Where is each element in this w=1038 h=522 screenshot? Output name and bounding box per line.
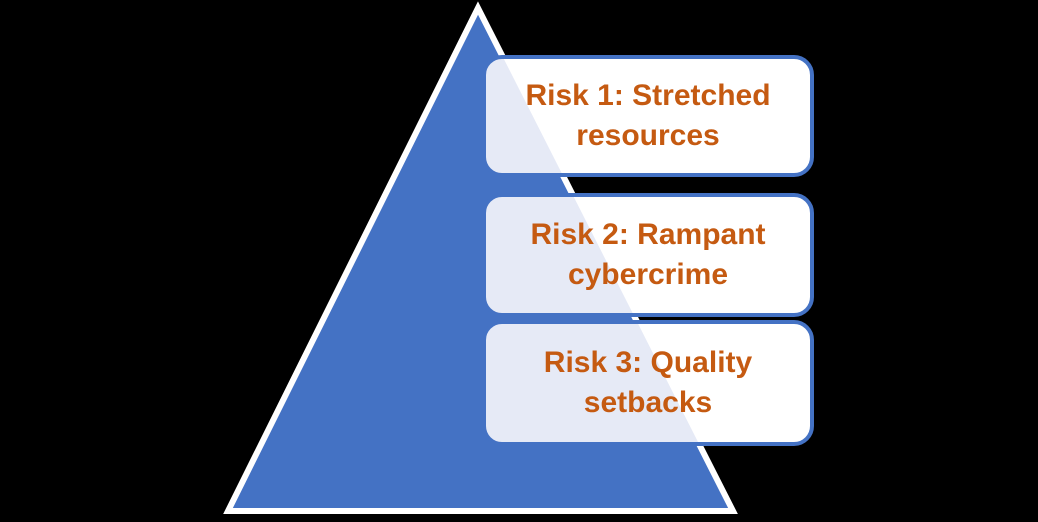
risk-box-3-label: Risk 3: Quality setbacks — [543, 346, 753, 419]
risk-box-3-border — [482, 320, 814, 446]
risk-box-1-label: Risk 1: Stretched resources — [525, 79, 771, 152]
risk-box-1: Risk 1: Stretched resources — [482, 55, 814, 177]
risk-box-1-border — [482, 55, 814, 177]
risk-box-2-border — [482, 193, 814, 317]
risk-box-2: Risk 2: Rampant cybercrime — [482, 193, 814, 317]
risk-box-3: Risk 3: Quality setbacks — [482, 320, 814, 446]
risk-box-1-background — [484, 57, 812, 175]
risk-box-2-label: Risk 2: Rampant cybercrime — [530, 218, 766, 291]
risk-box-3-pyramid-tint — [484, 322, 733, 444]
